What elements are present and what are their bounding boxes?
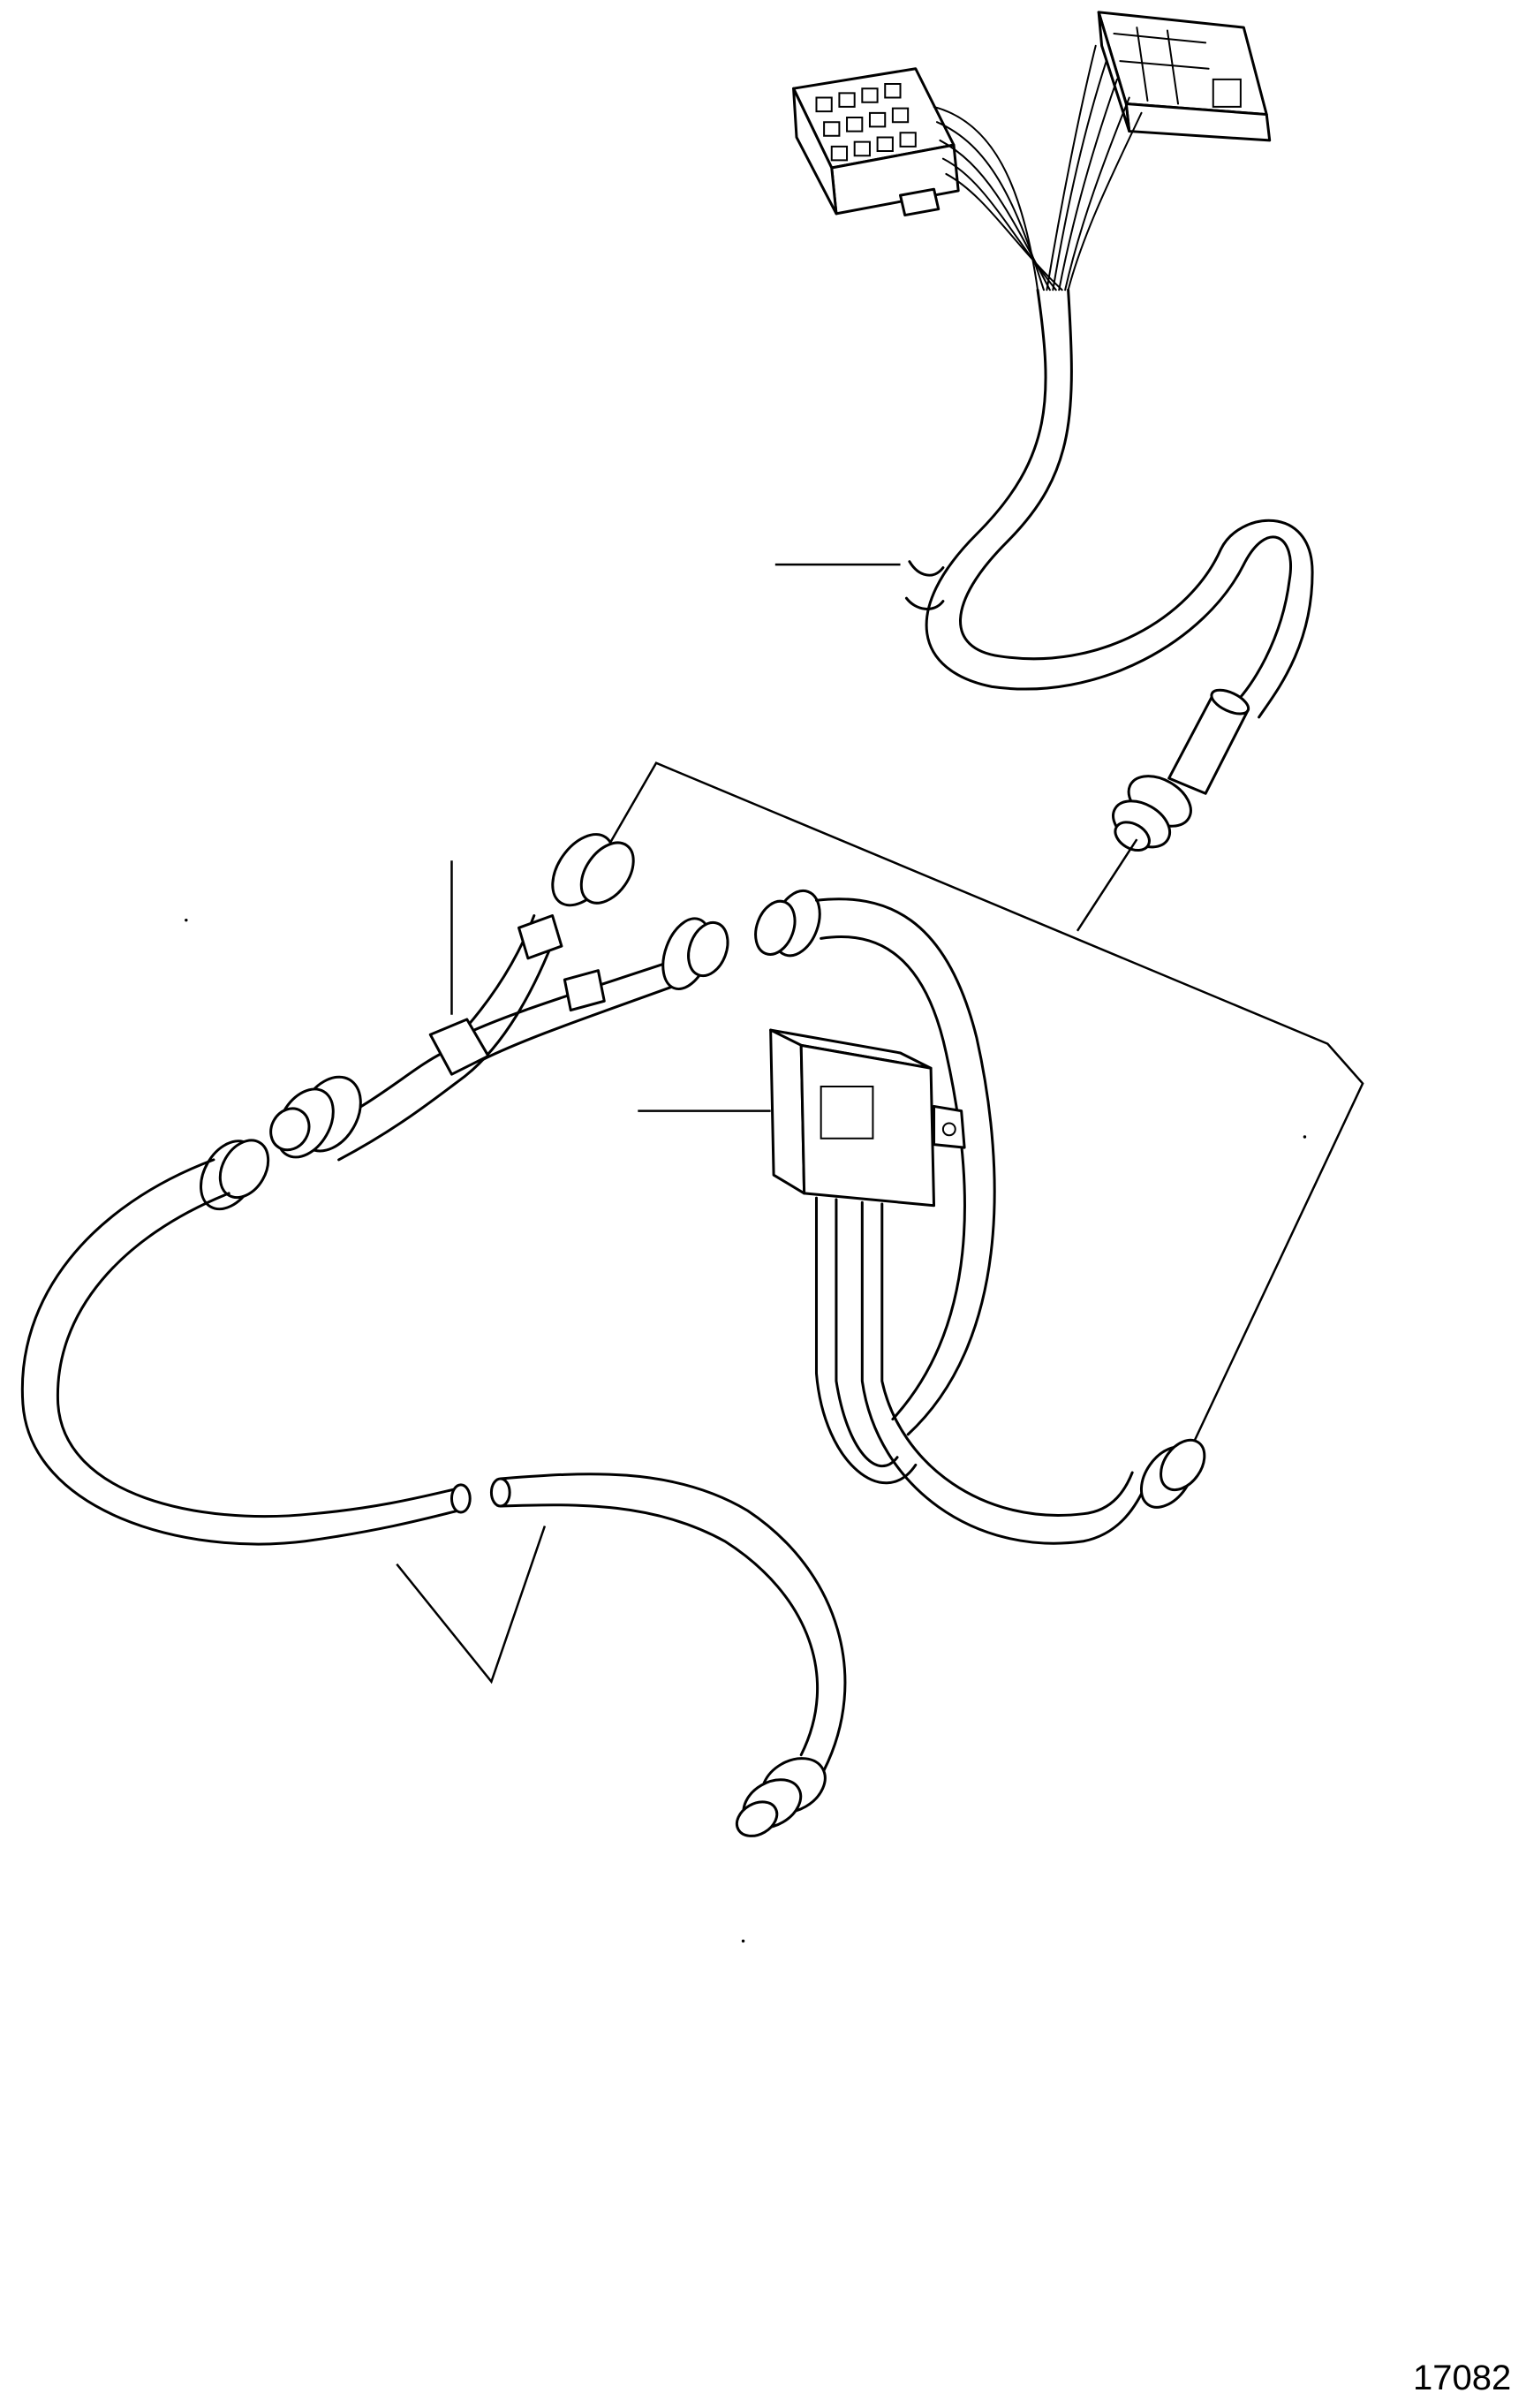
figure-number: 17082 — [1413, 2359, 1512, 2397]
control-module-box — [771, 1030, 1213, 1543]
y-splitter-cable — [263, 823, 735, 1167]
inline-connector — [1105, 766, 1199, 857]
multi-pin-connector-left — [794, 69, 959, 216]
extension-cable — [22, 1131, 845, 1843]
cable-end-connector — [749, 884, 994, 1435]
harness-wires — [934, 46, 1142, 290]
group-bracket-outline — [610, 763, 1363, 1450]
callout-leader-lines — [397, 564, 900, 1682]
scan-dots — [185, 918, 1307, 1943]
multi-pin-connector-right — [1099, 12, 1270, 140]
main-harness-cable — [906, 290, 1312, 793]
